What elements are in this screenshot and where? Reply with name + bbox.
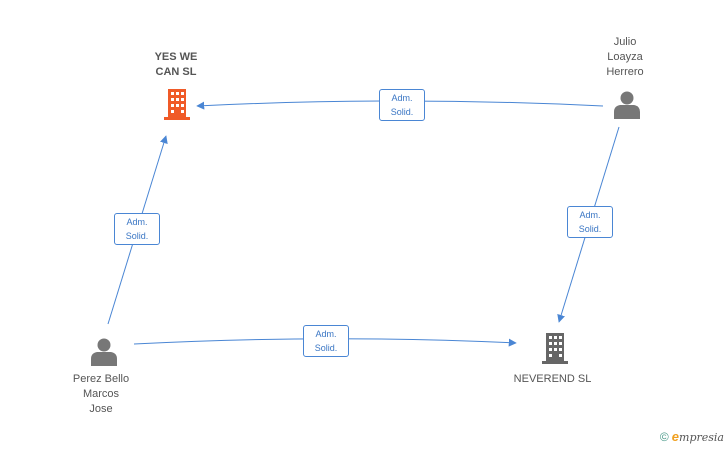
node-label-perez[interactable]: Perez Bello Marcos Jose xyxy=(56,372,146,417)
edge-label-line: Adm. xyxy=(126,217,148,227)
edge-label-line: Adm. xyxy=(315,329,337,339)
node-label-julio[interactable]: Julio Loayza Herrero xyxy=(585,35,665,80)
copyright-icon: © xyxy=(659,430,669,444)
brand-footer: © empresia xyxy=(660,429,724,444)
edge-label-julio-to-yes-we-can[interactable]: Adm. Solid. xyxy=(379,89,425,121)
building-icon[interactable] xyxy=(162,87,192,121)
person-icon[interactable] xyxy=(612,90,642,120)
node-label-line: Loayza xyxy=(607,51,643,63)
edge-label-line: Solid. xyxy=(314,343,338,353)
brand-logo-mark: e xyxy=(671,429,680,444)
node-label-line: YES WE xyxy=(154,51,198,63)
edge-label-line: Solid. xyxy=(578,224,602,234)
node-label-yes-we-can[interactable]: YES WE CAN SL xyxy=(138,50,214,80)
brand-name: mpresia xyxy=(679,431,724,444)
building-icon[interactable] xyxy=(540,331,570,365)
node-label-neverend[interactable]: NEVEREND SL xyxy=(505,372,600,387)
edge-label-julio-to-neverend[interactable]: Adm. Solid. xyxy=(567,206,613,238)
node-label-line: NEVEREND SL xyxy=(513,373,592,385)
edge-label-line: Adm. xyxy=(391,93,413,103)
node-label-line: Marcos xyxy=(82,388,120,400)
node-label-line: Herrero xyxy=(606,66,644,78)
node-label-line: CAN SL xyxy=(155,66,197,78)
edge-label-perez-to-neverend[interactable]: Adm. Solid. xyxy=(303,325,349,357)
edge-label-perez-to-yes-we-can[interactable]: Adm. Solid. xyxy=(114,213,160,245)
person-icon[interactable] xyxy=(89,337,119,367)
node-label-line: Julio xyxy=(613,36,637,48)
edge-label-line: Adm. xyxy=(579,210,601,220)
edge-label-line: Solid. xyxy=(125,231,149,241)
node-label-line: Jose xyxy=(89,403,113,415)
edge-label-line: Solid. xyxy=(390,107,414,117)
node-label-line: Perez Bello xyxy=(72,373,130,385)
